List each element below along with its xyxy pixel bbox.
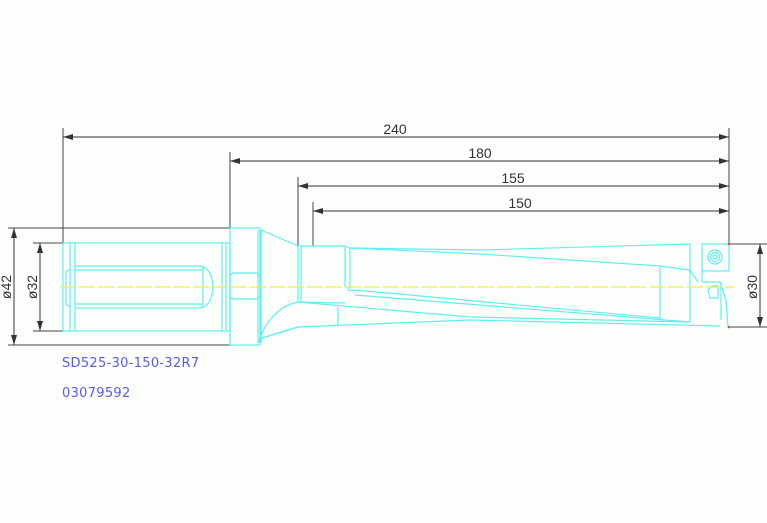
dimension-label-d42: ø42 xyxy=(0,275,14,299)
dimension-label-240: 240 xyxy=(383,121,407,137)
length-dimensions xyxy=(63,134,729,214)
insert xyxy=(701,243,730,328)
endpoint-marker xyxy=(727,242,731,246)
part-number-label: SD525-30-150-32R7 xyxy=(62,356,200,371)
dimension-label-150: 150 xyxy=(508,195,532,211)
endpoint-marker xyxy=(727,325,731,329)
flute-body xyxy=(297,243,721,328)
dimension-label-d32: ø32 xyxy=(24,275,40,299)
diameter-dimensions xyxy=(11,228,763,345)
dimension-label-180: 180 xyxy=(468,145,492,161)
dimension-label-155: 155 xyxy=(501,170,525,186)
neck xyxy=(297,245,351,326)
item-code-label: 03079592 xyxy=(62,386,131,401)
dimension-label-d30: ø30 xyxy=(744,275,760,299)
